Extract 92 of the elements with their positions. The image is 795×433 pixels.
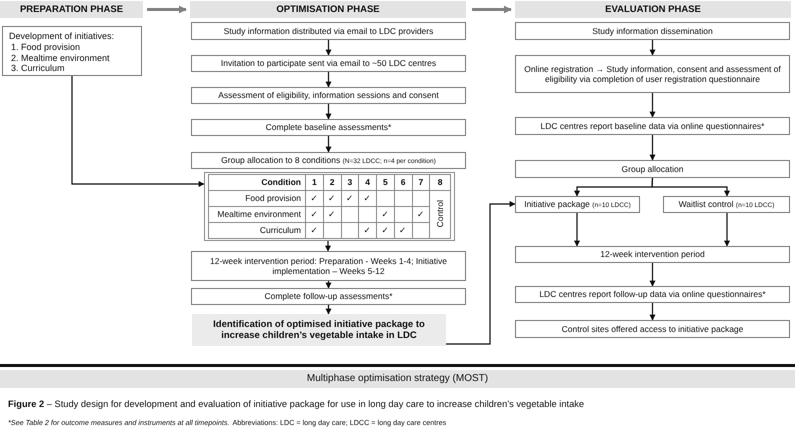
check-mark: ✓ bbox=[358, 222, 376, 238]
check-mark: ✓ bbox=[306, 190, 324, 206]
band-text: Multiphase optimisation strategy (MOST) bbox=[306, 373, 488, 384]
check-mark: ✓ bbox=[323, 190, 341, 206]
phase-heading: EVALUATION PHASE bbox=[605, 4, 701, 15]
list-text: 3. Curriculum bbox=[10, 63, 65, 74]
step-text: Waitlist control bbox=[678, 199, 734, 210]
process-box bbox=[191, 152, 466, 169]
row-heading: Curriculum bbox=[208, 222, 306, 238]
arrow bbox=[650, 93, 656, 118]
figure-caption: Figure 2 – Study design for development and evaluation of initiative package for use in long day care to increase children’s vegetable intake bbox=[8, 399, 584, 409]
arrow bbox=[326, 136, 332, 153]
column-heading: 7 bbox=[412, 174, 430, 190]
phase-header bbox=[190, 1, 466, 18]
step-text: Initiative package bbox=[524, 199, 590, 210]
phase-heading: OPTIMISATION PHASE bbox=[276, 4, 380, 15]
initiatives-box bbox=[2, 26, 142, 76]
process-box bbox=[191, 119, 466, 136]
phase-header bbox=[0, 1, 143, 18]
check-mark: ✓ bbox=[376, 206, 394, 222]
arrow bbox=[650, 303, 656, 321]
process-box bbox=[515, 286, 790, 303]
arrow bbox=[651, 178, 730, 197]
process-box bbox=[515, 246, 790, 263]
process-box bbox=[515, 320, 790, 338]
process-box bbox=[191, 87, 466, 104]
step-text: Invitation to participate sent via email to ~50 LDC centres bbox=[220, 58, 436, 68]
phase-heading: PREPARATION PHASE bbox=[20, 4, 124, 15]
condition-table bbox=[204, 172, 455, 241]
arrow bbox=[71, 76, 205, 187]
arrow bbox=[326, 72, 332, 88]
arrow bbox=[446, 201, 516, 345]
check-mark: ✓ bbox=[358, 190, 376, 206]
arrow bbox=[650, 40, 656, 56]
step-text: LDC centres report follow-up data via online questionnaires* bbox=[539, 289, 766, 300]
step-text: Online registration → Study information, consent and assessment of eligibility via completion of user registration questionnaire bbox=[524, 64, 781, 84]
arrow bbox=[472, 6, 512, 14]
process-box bbox=[515, 22, 790, 40]
arrow bbox=[326, 104, 332, 120]
arrow bbox=[326, 305, 332, 315]
step-text: LDC centres report baseline data via online questionnaires* bbox=[540, 120, 764, 131]
column-heading: 5 bbox=[376, 174, 394, 190]
step-text: Complete follow-up assessments* bbox=[264, 291, 393, 302]
list-text: 1. Food provision bbox=[10, 42, 80, 53]
control-label: Control bbox=[435, 200, 446, 228]
arrow bbox=[574, 213, 580, 247]
check-mark: ✓ bbox=[394, 222, 412, 238]
check-mark: ✓ bbox=[323, 206, 341, 222]
process-box bbox=[191, 55, 466, 72]
step-text: Group allocation bbox=[622, 164, 684, 174]
outcome-box bbox=[192, 314, 446, 346]
arrow bbox=[650, 263, 656, 287]
step-text: Control sites offered access to initiative package bbox=[562, 324, 744, 334]
column-heading: 6 bbox=[394, 174, 412, 190]
process-box bbox=[191, 251, 466, 281]
step-text: 12-week intervention period: Preparation - Weeks 1-4; Initiative implementation – Weeks 5-12 bbox=[210, 256, 448, 276]
step-text: Identification of optimised initiative package to increase children’s vegetable intake in LDC bbox=[213, 318, 425, 341]
step-text: 12-week intervention period bbox=[600, 249, 705, 260]
check-mark: ✓ bbox=[306, 206, 324, 222]
process-box bbox=[191, 288, 466, 305]
process-box bbox=[515, 160, 790, 178]
arrow bbox=[650, 135, 656, 161]
arrow bbox=[326, 40, 332, 56]
check-mark: ✓ bbox=[306, 222, 324, 238]
step-text: Group allocation to 8 conditions bbox=[221, 155, 340, 166]
row-heading: Mealtime environment bbox=[208, 206, 306, 222]
list-text: 2. Mealtime environment bbox=[10, 52, 110, 64]
step-text: Assessment of eligibility, information sessions and consent bbox=[218, 90, 439, 100]
check-mark: ✓ bbox=[341, 190, 359, 206]
process-box bbox=[515, 117, 790, 135]
column-heading: Condition bbox=[208, 174, 306, 190]
process-box bbox=[515, 196, 640, 213]
arrow bbox=[724, 213, 730, 247]
step-text: Study information dissemination bbox=[592, 26, 713, 36]
column-heading: 4 bbox=[358, 174, 376, 190]
arrow bbox=[326, 281, 332, 289]
step-text: Complete baseline assessments* bbox=[266, 122, 392, 132]
phase-header bbox=[515, 1, 791, 18]
step-text: Study information distributed via email to LDC providers bbox=[224, 26, 434, 36]
list-text: Development of initiatives: bbox=[9, 31, 114, 42]
strategy-band bbox=[0, 370, 795, 388]
row-heading: Food provision bbox=[208, 190, 306, 206]
check-mark: ✓ bbox=[376, 222, 394, 238]
arrow bbox=[147, 6, 187, 14]
column-heading: 3 bbox=[341, 174, 359, 190]
column-heading: 1 bbox=[306, 174, 324, 190]
process-box bbox=[191, 22, 466, 40]
arrow bbox=[325, 241, 331, 252]
column-heading: 8 bbox=[430, 174, 450, 190]
process-box bbox=[663, 196, 790, 213]
column-heading: 2 bbox=[323, 174, 341, 190]
process-box bbox=[515, 55, 790, 93]
